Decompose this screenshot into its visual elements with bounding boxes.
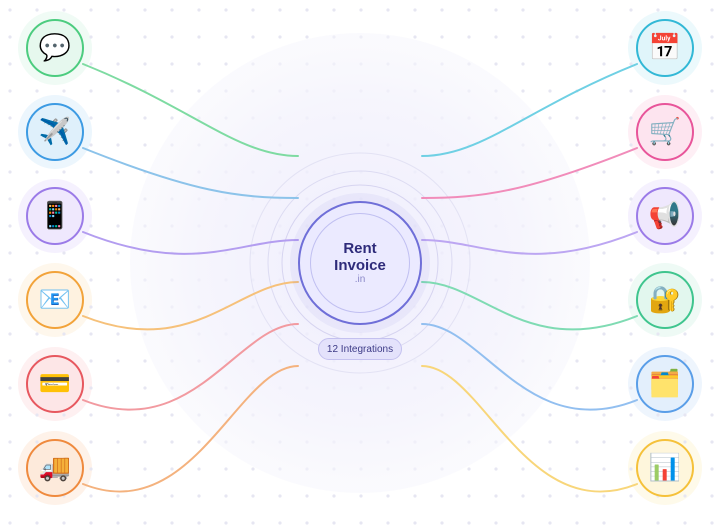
connector-locked-with-key (421, 281, 638, 331)
mobile-phone-icon: 📱 (38, 201, 72, 231)
connector-mobile-phone (82, 231, 299, 255)
connector-card-index-dividers (421, 323, 638, 411)
brand-tld: .in (354, 274, 366, 285)
integrations-count-badge: 12 Integrations (318, 338, 402, 360)
brand-line-rent: Rent (343, 240, 377, 257)
connector-credit-card (82, 323, 299, 411)
bar-chart-icon: 📊 (648, 453, 682, 483)
megaphone-icon: 📢 (648, 201, 682, 231)
connector-shopping-cart (421, 147, 638, 199)
connector-incoming-envelope (82, 281, 299, 331)
connector-megaphone (421, 231, 638, 255)
integration-node-airplane[interactable]: ✈️ (18, 95, 92, 169)
integration-node-megaphone[interactable]: 📢 (628, 179, 702, 253)
integration-node-mobile-phone[interactable]: 📱 (18, 179, 92, 253)
integration-node-bar-chart[interactable]: 📊 (628, 431, 702, 505)
integration-node-locked-with-key[interactable]: 🔐 (628, 263, 702, 337)
hub-brand: Rent Invoice .in (310, 213, 410, 313)
integration-node-shopping-cart[interactable]: 🛒 (628, 95, 702, 169)
hub-ring-outer (249, 152, 471, 374)
card-index-dividers-icon: 🗂️ (648, 369, 682, 399)
connector-bar-chart (421, 365, 638, 493)
integration-node-delivery-truck[interactable]: 🚚 (18, 431, 92, 505)
integration-node-card-index-dividers[interactable]: 🗂️ (628, 347, 702, 421)
shopping-cart-icon: 🛒 (648, 117, 682, 147)
credit-card-icon: 💳 (38, 369, 72, 399)
connector-speech-balloon (82, 63, 299, 157)
connector-lines (82, 63, 638, 493)
delivery-truck-icon: 🚚 (38, 453, 72, 483)
locked-with-key-icon: 🔐 (648, 285, 682, 315)
calendar-icon: 📅 (648, 33, 682, 63)
brand-line-invoice: Invoice (334, 257, 386, 274)
connector-delivery-truck (82, 365, 299, 493)
connector-calendar (421, 63, 638, 157)
integration-node-incoming-envelope[interactable]: 📧 (18, 263, 92, 337)
incoming-envelope-icon: 📧 (38, 285, 72, 315)
speech-balloon-icon: 💬 (38, 33, 72, 63)
integration-node-calendar[interactable]: 📅 (628, 11, 702, 85)
integration-node-speech-balloon[interactable]: 💬 (18, 11, 92, 85)
connector-airplane (82, 147, 299, 199)
airplane-icon: ✈️ (38, 117, 72, 147)
integration-node-credit-card[interactable]: 💳 (18, 347, 92, 421)
